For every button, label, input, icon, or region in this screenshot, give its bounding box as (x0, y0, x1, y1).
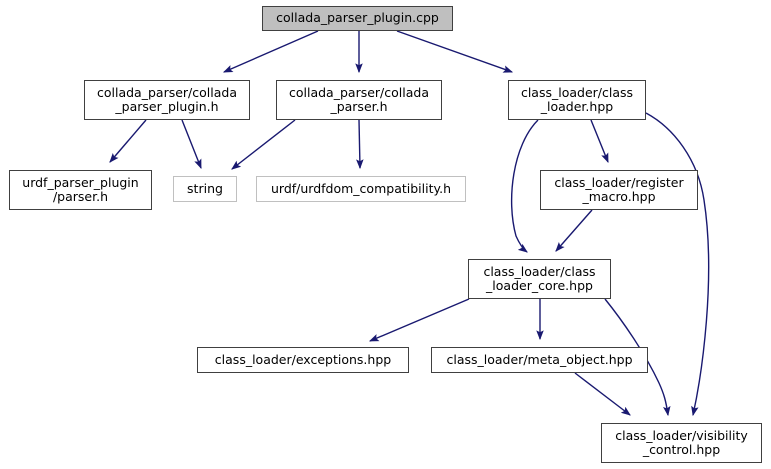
node-collada_parser_h[interactable]: collada_parser/collada _parser.h (276, 80, 442, 120)
node-label: string (187, 180, 223, 196)
node-class_loader_hpp[interactable]: class_loader/class _loader.hpp (508, 80, 646, 120)
node-label: class_loader/exceptions.hpp (214, 351, 392, 367)
node-class_loader_core_hpp[interactable]: class_loader/class _loader_core.hpp (468, 259, 611, 299)
edge-class_loader_hpp-to-register_macro_hpp (590, 119, 609, 164)
node-label: class_loader/class _loader_core.hpp (483, 263, 596, 293)
node-meta_object_hpp[interactable]: class_loader/meta_object.hpp (431, 347, 648, 373)
node-urdfdom_compatibility_h[interactable]: urdf/urdfdom_compatibility.h (256, 176, 466, 202)
edge-class_loader_hpp-to-class_loader_core_hpp (511, 119, 539, 253)
node-label: urdf/urdfdom_compatibility.h (270, 180, 451, 196)
node-label: collada_parser/collada _parser_plugin.h (97, 84, 237, 114)
edge-class_loader_hpp-to-visibility_control_hpp (645, 112, 710, 417)
node-label: class_loader/meta_object.hpp (446, 351, 633, 367)
node-collada_parser_plugin_h[interactable]: collada_parser/collada _parser_plugin.h (84, 80, 250, 120)
edge-root-to-collada_parser_plugin_h (222, 30, 319, 73)
node-register_macro_hpp[interactable]: class_loader/register _macro.hpp (540, 170, 698, 210)
edge-collada_parser_h-to-urdfdom_compatibility_h (356, 119, 364, 170)
edge-collada_parser_h-to-string (231, 119, 296, 170)
node-label: collada_parser_plugin.cpp (276, 10, 439, 26)
node-label: collada_parser/collada _parser.h (289, 84, 429, 114)
node-label: class_loader/class _loader.hpp (520, 84, 634, 114)
edge-collada_parser_plugin_h-to-string (181, 119, 202, 170)
edge-class_loader_core_hpp-to-exceptions_hpp (368, 298, 470, 342)
edge-register_macro_hpp-to-class_loader_core_hpp (555, 209, 593, 252)
edge-root-to-class_loader_hpp (396, 30, 514, 73)
node-label: urdf_parser_plugin /parser.h (22, 174, 139, 204)
node-label: class_loader/register _macro.hpp (554, 174, 684, 204)
edge-collada_parser_plugin_h-to-urdf_parser_plugin_parser_h (109, 119, 147, 163)
node-label: class_loader/visibility _control.hpp (615, 427, 748, 457)
node-string[interactable]: string (173, 176, 237, 202)
node-root[interactable]: collada_parser_plugin.cpp (262, 6, 453, 31)
node-exceptions_hpp[interactable]: class_loader/exceptions.hpp (197, 347, 409, 373)
edge-meta_object_hpp-to-visibility_control_hpp (574, 372, 631, 416)
node-visibility_control_hpp[interactable]: class_loader/visibility _control.hpp (601, 423, 762, 463)
node-urdf_parser_plugin_parser_h[interactable]: urdf_parser_plugin /parser.h (9, 170, 152, 210)
